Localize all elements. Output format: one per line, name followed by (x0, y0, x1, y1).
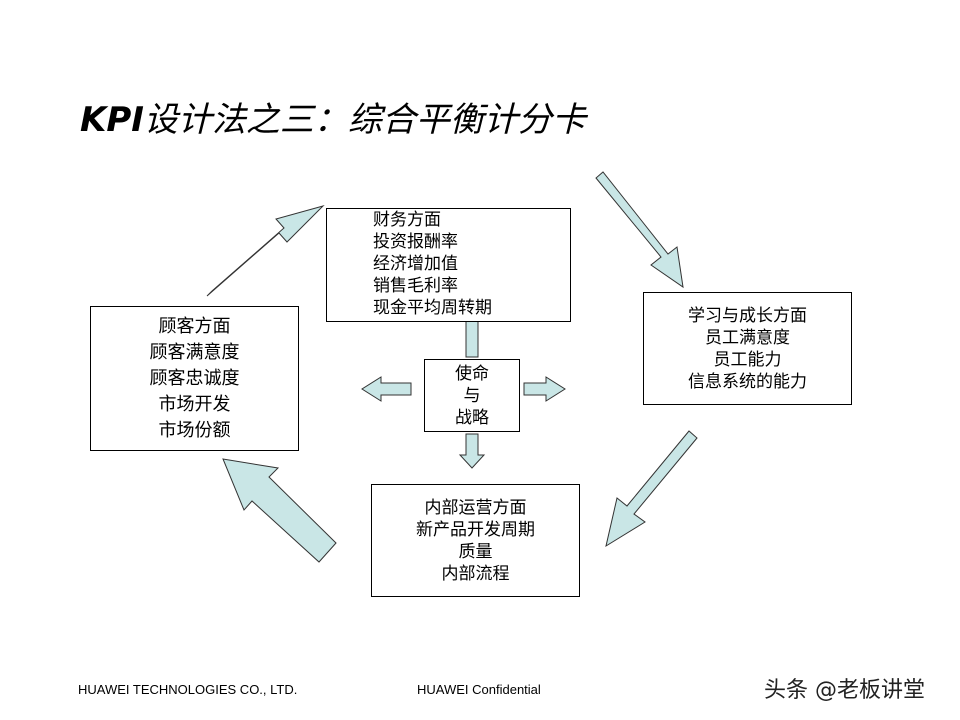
customer-box: 顾客方面 顾客满意度 顾客忠诚度 市场开发 市场份额 (90, 306, 299, 451)
title-prefix: KPI (80, 100, 144, 140)
internal-line: 新产品开发周期 (416, 519, 535, 540)
learning-growth-box: 学习与成长方面 员工满意度 员工能力 信息系统的能力 (643, 292, 852, 405)
learning-line: 信息系统的能力 (688, 371, 807, 392)
internal-line: 内部流程 (441, 563, 510, 584)
arrow-center-right (523, 376, 566, 402)
finance-line: 现金平均周转期 (373, 298, 492, 318)
mission-line: 战略 (455, 407, 489, 428)
finance-line: 销售毛利率 (373, 276, 458, 296)
arrow-learning-to-internal (605, 430, 698, 548)
learning-line: 员工能力 (713, 349, 782, 370)
customer-line: 顾客满意度 (149, 341, 240, 363)
mission-strategy-box: 使命 与 战略 (424, 359, 520, 432)
watermark: 头条 @老板讲堂 (764, 678, 925, 703)
arrow-customer-to-finance (206, 205, 325, 297)
finance-line: 财务方面 (373, 210, 441, 230)
customer-line: 顾客方面 (158, 315, 231, 337)
learning-line: 员工满意度 (705, 327, 790, 348)
internal-line: 内部运营方面 (424, 497, 527, 518)
finance-line: 经济增加值 (373, 254, 458, 274)
customer-line: 市场开发 (158, 393, 231, 415)
arrow-center-down (458, 433, 486, 469)
internal-operations-box: 内部运营方面 新产品开发周期 质量 内部流程 (371, 484, 580, 597)
footer-confidential: HUAWEI Confidential (417, 682, 541, 697)
internal-line: 质量 (458, 541, 493, 562)
mission-line: 与 (463, 385, 481, 406)
customer-line: 市场份额 (158, 419, 231, 441)
arrow-finance-to-learning (595, 171, 684, 289)
customer-line: 顾客忠诚度 (149, 367, 240, 389)
finance-line: 投资报酬率 (373, 232, 458, 252)
finance-box: 财务方面 投资报酬率 经济增加值 销售毛利率 现金平均周转期 (326, 208, 571, 322)
arrow-center-left (361, 376, 412, 402)
title-text: 设计法之三：综合平衡计分卡 (143, 100, 586, 140)
arrow-internal-to-customer (222, 458, 337, 563)
learning-line: 学习与成长方面 (688, 305, 807, 326)
mission-line: 使命 (455, 363, 489, 384)
footer-company: HUAWEI TECHNOLOGIES CO., LTD. (78, 682, 298, 697)
slide-title: KPI设计法之三：综合平衡计分卡 (80, 92, 586, 141)
